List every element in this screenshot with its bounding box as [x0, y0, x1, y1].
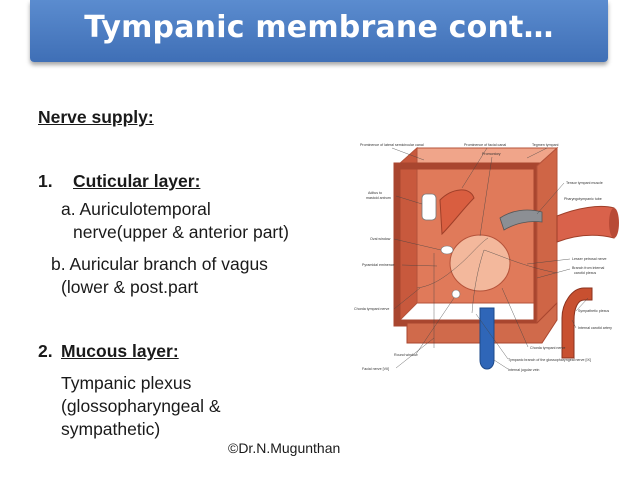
- leader-line: [393, 287, 421, 310]
- label-branch-internal-carotid-2: carotid plexus: [574, 271, 596, 275]
- label-chorda-tympani-nerve: Chorda tympani nerve: [354, 307, 389, 311]
- item2-line2: (glossopharyngeal &: [61, 396, 221, 416]
- leader-line: [395, 337, 435, 369]
- item2-number: 2.: [38, 341, 53, 361]
- leader-line: [536, 182, 565, 215]
- internal-jugular-vein: [479, 307, 495, 370]
- leader-line: [461, 147, 488, 189]
- label-prominence-facial-canal: Prominence of facial canal: [464, 143, 506, 147]
- label-tensor-tympani: Tensor tympani muscle: [566, 181, 603, 185]
- tympanic-cavity-diagram: Prominence of lateral semicircular canal…: [354, 143, 619, 372]
- label-mastoid-antrum: mastoid antrum: [366, 196, 391, 200]
- chorda-tympani-nerve: [416, 237, 489, 289]
- leader-line: [571, 319, 577, 329]
- leader-line: [475, 313, 509, 360]
- item1-b-line2: (lower & post.part: [61, 277, 199, 297]
- leader-line: [526, 147, 548, 159]
- cavity-right-wall: [536, 146, 558, 325]
- leader-line: [415, 297, 455, 355]
- label-internal-carotid-artery: Internal carotid artery: [578, 326, 612, 330]
- internal-carotid-artery: [561, 287, 593, 359]
- label-pyramidal-eminence: Pyramidal eminence: [362, 263, 395, 267]
- nerve-supply-heading: Nerve supply:: [38, 107, 154, 127]
- leader-line: [393, 238, 442, 251]
- label-prominence-lateral-canal: Prominence of lateral semicircular canal: [360, 143, 424, 147]
- pharyngotympanic-tube: [556, 205, 615, 243]
- label-tympanic-branch: Tympanic branch of the glossopharyngeal …: [508, 358, 591, 362]
- leader-line: [536, 268, 571, 279]
- oval-window: [440, 245, 454, 255]
- tympanic-branch-nerve: [471, 249, 485, 314]
- facial-canal-prominence: [439, 189, 475, 236]
- label-facial-nerve: Facial nerve [VII]: [362, 367, 389, 371]
- slide-title: Tympanic membrane cont…: [84, 10, 554, 45]
- label-aditus: Aditus to: [368, 191, 382, 195]
- tensor-tympani: [499, 209, 543, 231]
- label-round-window: Round window: [394, 353, 418, 357]
- item1-number: 1.: [38, 171, 53, 191]
- label-branch-internal-carotid-1: Branch from internal: [572, 266, 605, 270]
- label-tegmen-tympani: Tegmen tympani: [532, 143, 559, 147]
- lesser-petrosal-nerve: [483, 249, 558, 274]
- aditus-opening: [421, 193, 437, 221]
- leader-line: [501, 287, 529, 348]
- item1-heading: Cuticular layer:: [73, 171, 201, 191]
- label-internal-jugular-vein: Internal jugular vein: [508, 368, 539, 372]
- item1-a-line2: nerve(upper & anterior part): [73, 222, 289, 242]
- label-oval-window: Oval window: [370, 237, 391, 241]
- label-pharyngotympanic-tube: Pharyngotympanic tube: [564, 197, 602, 201]
- credit-text: ©Dr.N.Mugunthan: [228, 440, 341, 456]
- leader-line: [391, 147, 425, 161]
- leader-line: [395, 195, 423, 205]
- item2-heading: Mucous layer:: [61, 341, 179, 361]
- item2-line1: Tympanic plexus: [61, 373, 192, 393]
- item1-a-line1: a. Auriculotemporal: [61, 199, 211, 219]
- leader-line: [526, 258, 571, 265]
- leader-line: [493, 359, 509, 370]
- item1-b-line1: b. Auricular branch of vagus: [51, 254, 268, 274]
- leader-line: [401, 264, 438, 267]
- label-promontory: Promontory: [482, 152, 501, 156]
- tube-opening: [609, 208, 619, 238]
- label-sympathetic-plexus: Sympathetic plexus: [578, 309, 609, 313]
- leader-line: [479, 156, 493, 237]
- title-bar: Tympanic membrane cont…: [30, 0, 608, 62]
- item2-line3: sympathetic): [61, 419, 161, 439]
- round-window: [451, 289, 461, 299]
- label-lesser-petrosal: Lesser petrosal nerve: [572, 257, 607, 261]
- label-chorda-tympani-nerve-2: Chorda tympani nerve: [530, 346, 565, 350]
- leader-line: [575, 297, 589, 312]
